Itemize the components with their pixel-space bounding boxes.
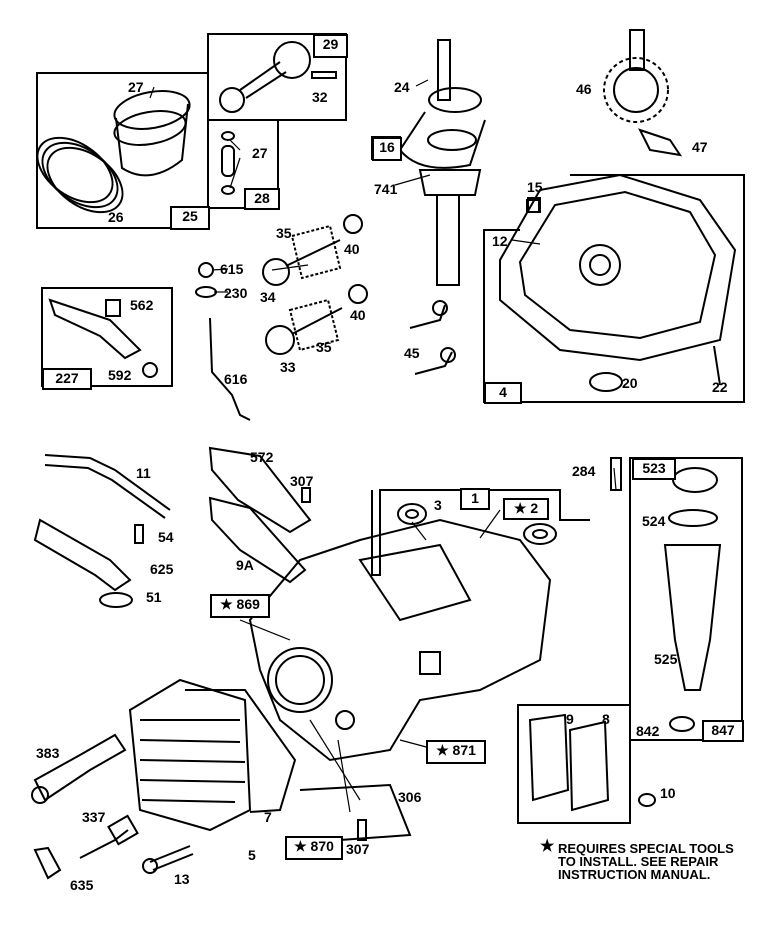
label-part-20: 20 (622, 375, 638, 391)
frame-crankcase-cover-group (483, 174, 745, 403)
label-part-572: 572 (250, 449, 274, 465)
box-part-871: ★ 871 (426, 740, 486, 764)
label-part-45: 45 (404, 345, 420, 361)
box-part-869: ★ 869 (210, 594, 270, 618)
label-part-524: 524 (642, 513, 666, 529)
label-part-307-lower: 307 (346, 841, 370, 857)
governor-shaft-illustration (209, 317, 251, 421)
label-part-32: 32 (312, 89, 328, 105)
head-bolt-illustration (142, 845, 194, 874)
label-part-592: 592 (108, 367, 132, 383)
label-part-54: 54 (158, 529, 174, 545)
frame-connecting-rod-group (207, 33, 347, 121)
label-part-383: 383 (36, 745, 60, 761)
box-part-2: ★ 2 (503, 498, 549, 520)
oil-seals-illustration (397, 503, 557, 545)
label-part-15: 15 (527, 179, 543, 195)
box-part-523: 523 (632, 458, 676, 480)
cylinder-block-illustration (248, 518, 552, 762)
tappets-illustration (409, 300, 721, 386)
dipstick-tube-illustration (663, 467, 722, 732)
label-part-11: 11 (136, 465, 151, 481)
label-part-625: 625 (150, 561, 174, 577)
label-part-10: 10 (660, 785, 676, 801)
breather-tube-illustration (33, 454, 171, 608)
label-part-741: 741 (374, 181, 398, 197)
special-tools-note: ★ REQUIRES SPECIAL TOOLS TO INSTALL. SEE… (540, 838, 734, 882)
special-tools-star: ★ (540, 838, 555, 855)
label-part-47: 47 (692, 139, 708, 155)
air-vane-illustration (31, 733, 127, 804)
label-part-46: 46 (576, 81, 592, 97)
note-line-2: TO INSTALL. SEE REPAIR (558, 854, 719, 869)
label-part-13: 13 (174, 871, 190, 887)
label-part-306: 306 (398, 789, 422, 805)
label-part-284: 284 (572, 463, 596, 479)
box-part-28: 28 (244, 188, 280, 210)
label-part-8: 8 (602, 711, 610, 727)
note-line-3: INSTRUCTION MANUAL. (558, 867, 711, 882)
small-bolts-illustration (357, 199, 656, 841)
crankshaft-illustration (398, 39, 486, 286)
piston-illustration (113, 90, 191, 177)
frame-blower-housing-plate (299, 783, 412, 841)
box-part-227: 227 (42, 368, 92, 390)
box-part-4: 4 (484, 382, 522, 404)
note-line-1: REQUIRES SPECIAL TOOLS (558, 841, 734, 856)
label-part-33: 33 (280, 359, 296, 375)
box-part-847: 847 (702, 720, 744, 742)
box-part-870: ★ 870 (285, 836, 343, 860)
governor-arm-illustration (48, 298, 158, 378)
frame-dipstick-group (629, 457, 743, 741)
label-part-34: 34 (260, 289, 276, 305)
label-part-35-lower: 35 (316, 339, 332, 355)
label-part-22: 22 (712, 379, 728, 395)
frame-cylinder-group (371, 489, 590, 576)
label-part-26: 26 (108, 209, 124, 225)
leader-lines (149, 79, 617, 813)
governor-gear-illustration (603, 29, 683, 157)
box-part-16: 16 (372, 137, 402, 161)
label-part-615: 615 (220, 261, 244, 277)
label-part-616: 616 (224, 371, 248, 387)
frame-piston-pin-group (207, 119, 279, 209)
label-part-24: 24 (394, 79, 410, 95)
label-part-27-ring: 27 (128, 79, 144, 95)
box-part-25: 25 (170, 206, 210, 230)
label-part-51: 51 (146, 589, 162, 605)
label-part-40-upper: 40 (344, 241, 360, 257)
label-part-562: 562 (130, 297, 154, 313)
label-part-12: 12 (492, 233, 508, 249)
connecting-rod-illustration (219, 41, 337, 113)
label-part-9: 9 (566, 711, 574, 727)
piston-rings-illustration (36, 136, 124, 214)
spark-plug-illustration (33, 814, 139, 880)
label-part-9a: 9A (236, 557, 254, 573)
box-part-29: 29 (313, 34, 348, 58)
label-part-7: 7 (264, 809, 272, 825)
label-part-5: 5 (248, 847, 256, 863)
crankcase-cover-illustration (499, 173, 737, 392)
label-part-3: 3 (434, 497, 442, 513)
label-part-525: 525 (654, 651, 678, 667)
label-part-230: 230 (224, 285, 248, 301)
label-part-337: 337 (82, 809, 106, 825)
label-part-40-lower: 40 (350, 307, 366, 323)
piston-pin-illustration (221, 131, 235, 195)
label-part-27-clip: 27 (252, 145, 268, 161)
cylinder-head-illustration (128, 678, 297, 832)
gaskets-illustration (208, 446, 312, 584)
label-part-842: 842 (636, 723, 660, 739)
valves-illustration (195, 214, 368, 355)
frame-breather-group (517, 704, 631, 824)
box-part-1: 1 (460, 488, 490, 510)
breather-assembly-illustration (528, 713, 610, 812)
label-part-35-upper: 35 (276, 225, 292, 241)
label-part-307-upper: 307 (290, 473, 314, 489)
label-part-635: 635 (70, 877, 94, 893)
frame-governor-group (41, 287, 173, 387)
